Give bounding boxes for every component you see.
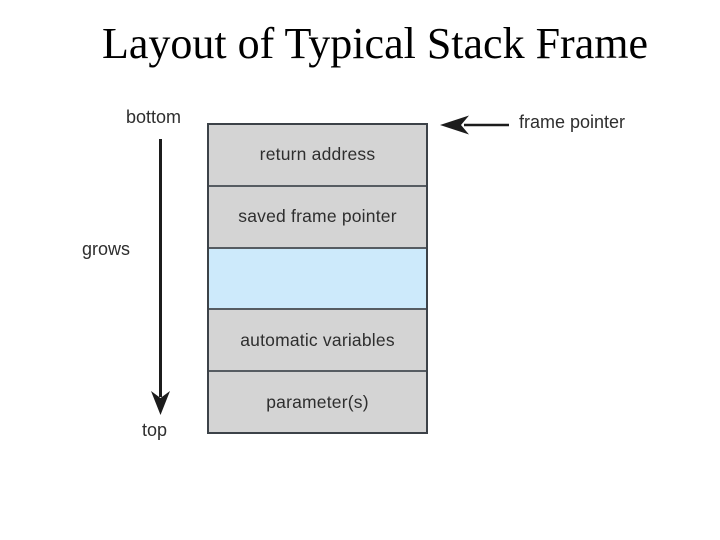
stack-row-saved-frame-pointer: saved frame pointer [209,186,426,249]
stack-row-automatic-variables: automatic variables [209,310,426,373]
frame-pointer-label: frame pointer [519,112,626,132]
stack-row-label: return address [259,144,376,165]
grows-label: grows [82,239,131,259]
stack-row-parameters: parameter(s) [209,372,426,432]
stack-row-label: automatic variables [240,329,395,350]
top-label: top [142,420,168,440]
bottom-label: bottom [126,107,182,127]
stack-row-label: parameter(s) [266,391,369,412]
slide-title: Layout of Typical Stack Frame [102,19,648,68]
stack-row-label: saved frame pointer [238,206,397,227]
stack-row-return-address: return address [209,125,426,187]
frame-pointer-arrow-icon [440,115,509,135]
stack-row-unlabeled-blue [209,248,426,311]
grows-direction-arrow-icon [151,139,170,415]
stack-box: return address saved frame pointer autom… [207,123,428,434]
